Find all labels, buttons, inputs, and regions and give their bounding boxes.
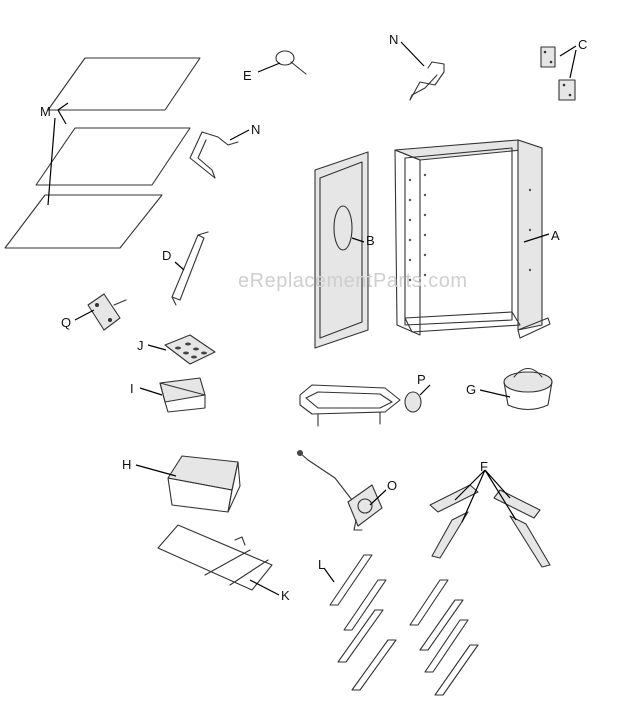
rack-part-k bbox=[157, 524, 280, 596]
label-g: G bbox=[466, 382, 476, 397]
label-n-mid: N bbox=[251, 122, 260, 137]
tool-part-e bbox=[257, 50, 307, 75]
label-h: H bbox=[122, 457, 131, 472]
rack-supports-part-l-right bbox=[409, 579, 479, 696]
label-i: I bbox=[130, 381, 134, 396]
label-o: O bbox=[387, 478, 397, 493]
door-part-b bbox=[314, 151, 369, 349]
leader-m bbox=[47, 102, 69, 206]
cover-part-j bbox=[147, 334, 216, 365]
water-pan-part-g bbox=[479, 367, 553, 411]
rack-supports-part-l-left bbox=[323, 554, 397, 691]
handle-part-n-top bbox=[400, 41, 445, 101]
hinges-part-c bbox=[540, 45, 577, 101]
label-k: K bbox=[281, 588, 290, 603]
label-b: B bbox=[366, 233, 375, 248]
label-q: Q bbox=[61, 315, 71, 330]
handle-part-n-mid bbox=[189, 129, 250, 179]
label-l: L bbox=[318, 557, 325, 572]
heating-element-part-p bbox=[299, 384, 431, 427]
label-a: A bbox=[551, 228, 560, 243]
wood-chip-pan-part-i bbox=[139, 377, 206, 413]
label-j: J bbox=[137, 338, 144, 353]
legs-part-f bbox=[429, 469, 551, 568]
controller-part-o bbox=[297, 450, 387, 531]
bracket-part-q bbox=[74, 293, 127, 331]
side-handle-part-d bbox=[171, 231, 209, 306]
label-p: P bbox=[417, 372, 426, 387]
label-m: M bbox=[40, 104, 51, 119]
cabinet-part-a bbox=[394, 139, 551, 339]
label-e: E bbox=[243, 68, 252, 83]
drip-pan-part-h bbox=[135, 455, 241, 513]
label-f: F bbox=[480, 459, 488, 474]
cooking-grates-part-m bbox=[4, 57, 201, 249]
label-d: D bbox=[162, 248, 171, 263]
label-n-top: N bbox=[389, 32, 398, 47]
label-c: C bbox=[578, 37, 587, 52]
